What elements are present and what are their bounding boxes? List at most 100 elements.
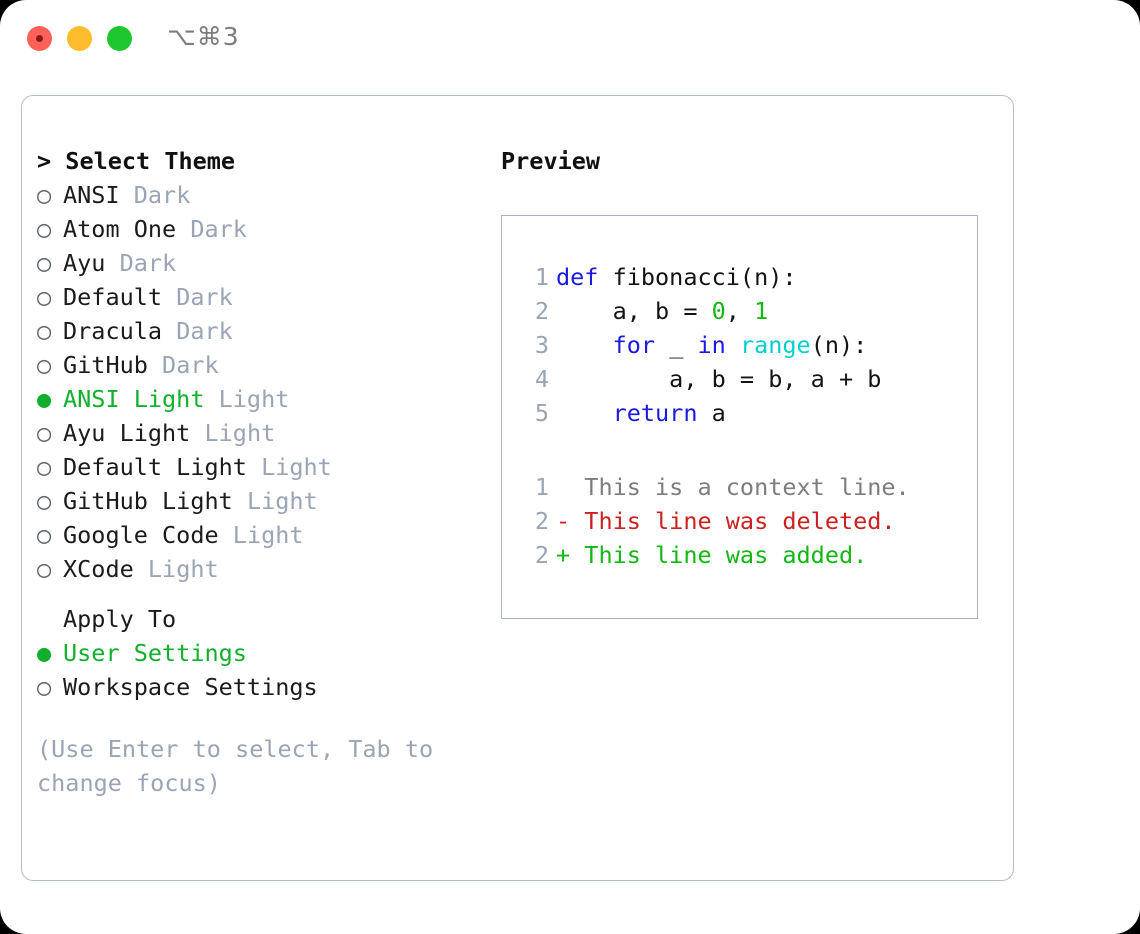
diff-sign (556, 473, 584, 501)
theme-name-label: GitHub Light (63, 487, 233, 515)
theme-list-item[interactable]: ○ANSI Dark (37, 178, 487, 212)
window-titlebar: ⌥⌘3 (0, 0, 1140, 78)
theme-name-label: Google Code (63, 521, 219, 549)
line-number: 3 (534, 331, 549, 359)
theme-name-label: Atom One (63, 215, 177, 243)
diff-text: This line was added. (584, 541, 868, 569)
code-token: for (612, 331, 656, 359)
code-token: , (725, 297, 755, 325)
select-theme-heading: > Select Theme (37, 147, 236, 175)
code-token: _ (655, 331, 698, 359)
code-token (556, 331, 613, 359)
theme-name-label: Default Light (63, 453, 247, 481)
apply-to-label: Workspace Settings (63, 673, 318, 701)
radio-unselected-icon[interactable]: ○ (37, 487, 52, 515)
theme-kind-label: Light (218, 385, 290, 413)
code-line: 3 for _ in range(n): (521, 328, 977, 362)
radio-unselected-icon[interactable]: ○ (37, 555, 52, 583)
minimize-window-button[interactable] (67, 26, 92, 51)
theme-kind-label: Dark (162, 351, 219, 379)
theme-list-item[interactable]: ○XCode Light (37, 552, 487, 586)
code-line: 5 return a (521, 396, 977, 430)
radio-unselected-icon[interactable]: ○ (37, 351, 52, 379)
keyboard-hint-text: (Use Enter to select, Tab to change focu… (37, 735, 448, 797)
code-token: a, b = (556, 297, 712, 325)
diff-sign: - (556, 507, 585, 535)
line-number: 2 (534, 297, 549, 325)
spacer (37, 586, 487, 602)
theme-list-item[interactable]: ○ GitHub Light Light (37, 484, 487, 518)
spacer (521, 430, 977, 470)
spacer (233, 484, 247, 518)
apply-to-heading: Apply To (63, 605, 177, 633)
apply-to-list: ● User Settings ○ Workspace Settings (37, 636, 487, 704)
code-token: a, b = b, a + b (556, 365, 882, 393)
theme-list-item[interactable]: ○ Dracula Dark (37, 314, 487, 348)
theme-name-label: Ayu (63, 249, 106, 277)
theme-kind-label: Light (246, 487, 318, 515)
theme-kind-label: Dark (176, 283, 233, 311)
radio-unselected-icon[interactable]: ○ (37, 249, 52, 277)
diff-line: 1 This is a context line. (521, 470, 977, 504)
theme-list-item[interactable]: ○ Default Light Light (37, 450, 487, 484)
theme-list-item[interactable]: ○ GitHub Dark (37, 348, 487, 382)
diff-sign: + (556, 541, 585, 569)
theme-name-label: ANSI Light (63, 385, 205, 413)
spacer (219, 518, 233, 552)
diff-line: 2+ This line was added. (521, 538, 977, 572)
spacer (105, 246, 119, 280)
theme-kind-label: Light (204, 419, 276, 447)
theme-name-label: Dracula (63, 317, 163, 345)
spacer (37, 704, 487, 732)
spacer (176, 212, 190, 246)
theme-list-item[interactable]: ○ Ayu Light Light (37, 416, 487, 450)
radio-selected-icon[interactable]: ● (37, 385, 52, 413)
theme-name-label: Ayu Light (63, 419, 191, 447)
code-token: a (697, 399, 726, 427)
radio-unselected-icon[interactable]: ○ (37, 215, 52, 243)
radio-unselected-icon[interactable]: ○ (37, 673, 52, 701)
radio-unselected-icon[interactable]: ○ (37, 283, 52, 311)
theme-kind-label: Dark (176, 317, 233, 345)
spacer (120, 178, 134, 212)
spacer (190, 416, 204, 450)
spacer (134, 552, 148, 586)
zoom-window-button[interactable] (107, 26, 132, 51)
theme-list-item[interactable]: ● ANSI Light Light (37, 382, 487, 416)
apply-to-label: User Settings (63, 639, 247, 667)
theme-name-label: Default (63, 283, 163, 311)
theme-list-item[interactable]: ○Ayu Dark (37, 246, 487, 280)
line-number: 1 (534, 263, 549, 291)
theme-kind-label: Light (261, 453, 332, 481)
radio-unselected-icon[interactable]: ○ (37, 419, 52, 447)
close-window-button[interactable] (27, 26, 52, 51)
code-token: fibonacci(n): (612, 263, 797, 291)
diff-line: 2- This line was deleted. (521, 504, 977, 538)
radio-unselected-icon[interactable]: ○ (37, 181, 52, 209)
theme-list-item[interactable]: ○ Google Code Light (37, 518, 487, 552)
theme-list-item[interactable]: ○ Atom One Dark (37, 212, 487, 246)
radio-unselected-icon[interactable]: ○ (37, 317, 52, 345)
code-token: 0 (711, 297, 726, 325)
apply-to-option[interactable]: ● User Settings (37, 636, 487, 670)
theme-kind-label: Light (147, 555, 219, 583)
theme-kind-label: Dark (133, 181, 191, 209)
code-token: def (556, 263, 613, 291)
radio-selected-icon[interactable]: ● (37, 639, 52, 667)
theme-list-item[interactable]: ○ Default Dark (37, 280, 487, 314)
radio-unselected-icon[interactable]: ○ (37, 453, 52, 481)
window-title: ⌥⌘3 (167, 22, 240, 51)
theme-name-label: GitHub (63, 351, 148, 379)
spacer (162, 280, 176, 314)
theme-kind-label: Light (232, 521, 304, 549)
apply-to-option[interactable]: ○ Workspace Settings (37, 670, 487, 704)
diff-text: This line was deleted. (584, 507, 896, 535)
code-token: (n): (810, 331, 868, 359)
diff-text: This is a context line. (584, 473, 910, 501)
radio-unselected-icon[interactable]: ○ (37, 521, 52, 549)
theme-kind-label: Dark (190, 215, 247, 243)
